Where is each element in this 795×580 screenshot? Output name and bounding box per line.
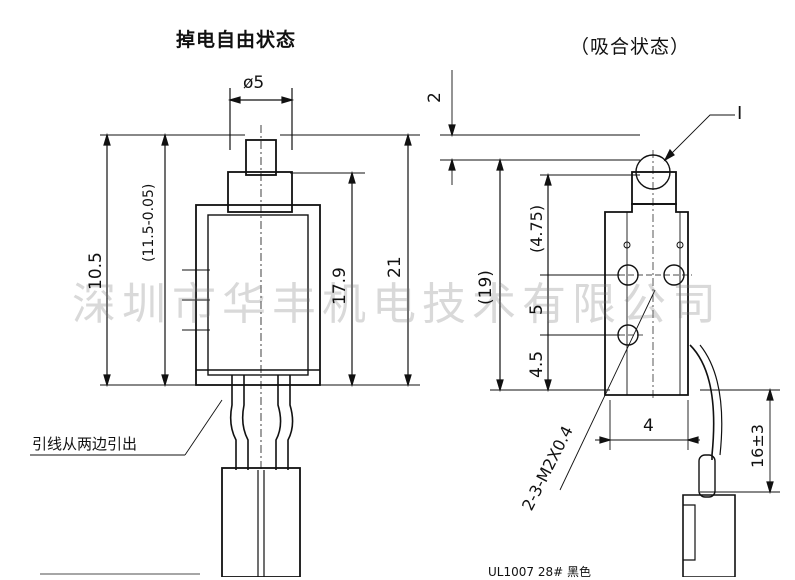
title-right: （吸合状态） [570,36,691,58]
dim-phi5-label: ø5 [243,73,265,93]
lead-note: 引线从两边引出 [32,435,138,453]
dim-gap-label: 2 [425,92,445,103]
dim-19-label: (19) [476,270,496,305]
dim-lead-length-label: 16±3 [748,424,767,468]
dim-10-5-label: 10.5 [86,252,106,290]
frame-inner [207,214,309,376]
dim-11-5-label: (11.5-0.05) [141,183,157,262]
frame-outer [195,204,321,386]
dim-4-5-label: 4.5 [527,350,547,378]
title-left: 掉电自由状态 [176,29,297,51]
detail-marker: I [737,103,743,124]
dim-17-9-label: 17.9 [330,267,350,305]
dim-5-label: 5 [527,304,547,315]
connector [221,467,301,577]
dim-21-label: 21 [385,256,405,278]
watermark: 深圳市华丰机电技术有限公司 [72,279,722,330]
right-body [604,203,689,396]
cable-label: UL1007 28# 黑色 [488,565,591,579]
dim-4-75-label: (4.75) [527,204,546,253]
plunger-body [227,171,293,213]
dim-width-4-label: 4 [643,416,654,436]
